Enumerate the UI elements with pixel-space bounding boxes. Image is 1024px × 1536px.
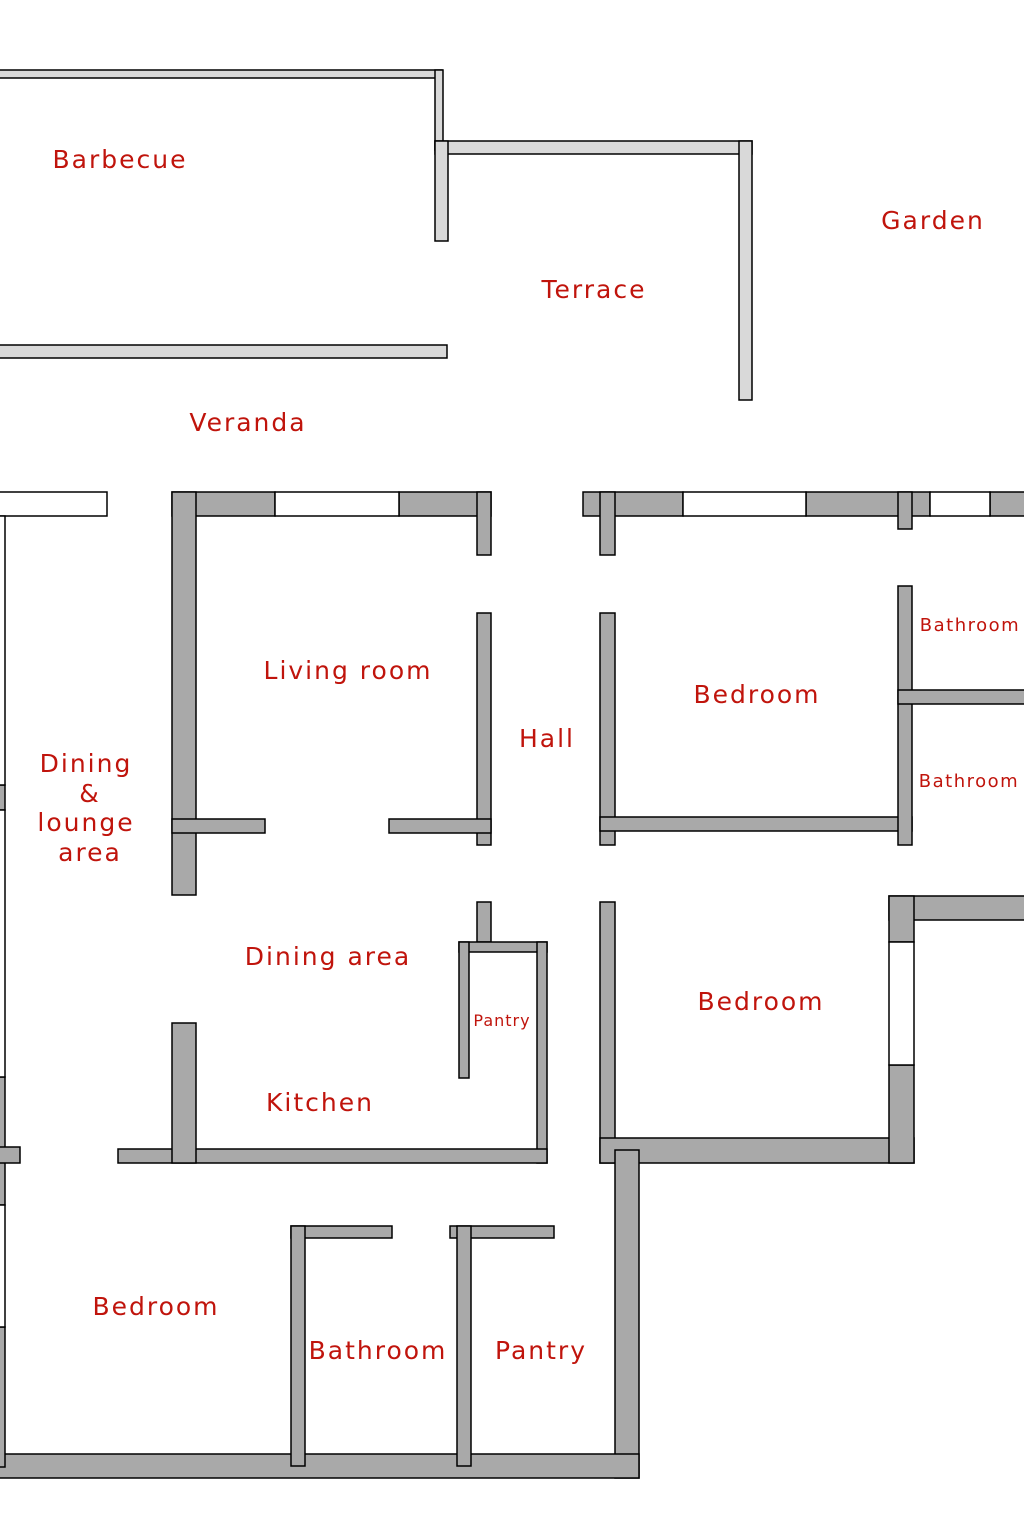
label-bedroom-sw: Bedroom bbox=[92, 1292, 219, 1321]
wall-segment bbox=[599, 612, 616, 846]
outdoor-wall bbox=[738, 140, 753, 401]
label-living-room: Living room bbox=[264, 656, 433, 685]
window bbox=[0, 1204, 6, 1328]
outdoor-walls bbox=[0, 69, 753, 401]
wall-segment bbox=[0, 1453, 640, 1479]
label-dining-lounge-4: area bbox=[58, 838, 122, 867]
label-pantry-s: Pantry bbox=[495, 1336, 587, 1365]
wall-segment bbox=[449, 1225, 555, 1239]
wall-segment bbox=[458, 941, 548, 953]
window bbox=[274, 491, 400, 517]
wall-segment bbox=[398, 491, 492, 517]
wall-segment bbox=[989, 491, 1024, 517]
window bbox=[0, 515, 6, 786]
wall-segment bbox=[897, 689, 1024, 705]
windows bbox=[0, 491, 991, 1328]
wall-segment bbox=[388, 818, 492, 834]
window bbox=[888, 941, 915, 1066]
wall-segment bbox=[456, 1225, 472, 1467]
wall-segment bbox=[888, 895, 915, 943]
wall-segment bbox=[0, 1326, 6, 1468]
wall-segment bbox=[171, 818, 266, 834]
interior-walls bbox=[0, 491, 1024, 1479]
outdoor-wall bbox=[0, 69, 443, 79]
label-hall: Hall bbox=[519, 724, 575, 753]
wall-segment bbox=[897, 585, 913, 846]
wall-segment bbox=[614, 1149, 640, 1479]
wall-segment bbox=[117, 1148, 548, 1164]
wall-segment bbox=[888, 1064, 915, 1164]
window bbox=[929, 491, 991, 517]
wall-segment bbox=[458, 941, 470, 1079]
wall-segment bbox=[536, 941, 548, 1164]
label-dining-lounge-3: lounge bbox=[37, 808, 134, 837]
label-dining-area: Dining area bbox=[245, 942, 411, 971]
window bbox=[0, 491, 108, 517]
label-veranda: Veranda bbox=[189, 408, 306, 437]
label-dining-lounge-2: & bbox=[79, 779, 101, 808]
wall-segment bbox=[171, 1022, 197, 1164]
window bbox=[0, 809, 6, 1078]
wall-segment bbox=[290, 1225, 393, 1239]
wall-segment bbox=[0, 1146, 21, 1164]
outdoor-wall bbox=[434, 69, 444, 151]
wall-segment bbox=[0, 1076, 6, 1206]
label-bathroom-s: Bathroom bbox=[309, 1336, 448, 1365]
wall-segment bbox=[171, 491, 197, 896]
outdoor-wall bbox=[434, 140, 449, 242]
wall-segment bbox=[599, 816, 913, 832]
label-bathroom-lower: Bathroom bbox=[919, 771, 1019, 792]
wall-segment bbox=[476, 901, 492, 943]
wall-segment bbox=[476, 491, 492, 556]
label-pantry-small: Pantry bbox=[473, 1011, 530, 1030]
wall-segment bbox=[582, 491, 684, 517]
wall-segment bbox=[290, 1225, 306, 1467]
outdoor-wall bbox=[434, 140, 753, 155]
label-bedroom-e: Bedroom bbox=[697, 987, 824, 1016]
label-garden: Garden bbox=[881, 206, 985, 235]
wall-segment bbox=[599, 491, 616, 556]
wall-segment bbox=[897, 491, 913, 530]
label-barbecue: Barbecue bbox=[53, 145, 188, 174]
outdoor-wall bbox=[0, 344, 448, 359]
wall-segment bbox=[599, 901, 616, 1164]
wall-segment bbox=[599, 1137, 915, 1164]
label-bedroom-ne: Bedroom bbox=[693, 680, 820, 709]
label-kitchen: Kitchen bbox=[266, 1088, 374, 1117]
label-dining-lounge-1: Dining bbox=[40, 749, 133, 778]
label-terrace: Terrace bbox=[541, 275, 647, 304]
label-bathroom-upper: Bathroom bbox=[920, 615, 1020, 636]
window bbox=[682, 491, 807, 517]
wall-segment bbox=[0, 784, 6, 811]
wall-segment bbox=[476, 612, 492, 846]
room-labels: Barbecue Garden Terrace Veranda Living r… bbox=[37, 145, 1020, 1365]
